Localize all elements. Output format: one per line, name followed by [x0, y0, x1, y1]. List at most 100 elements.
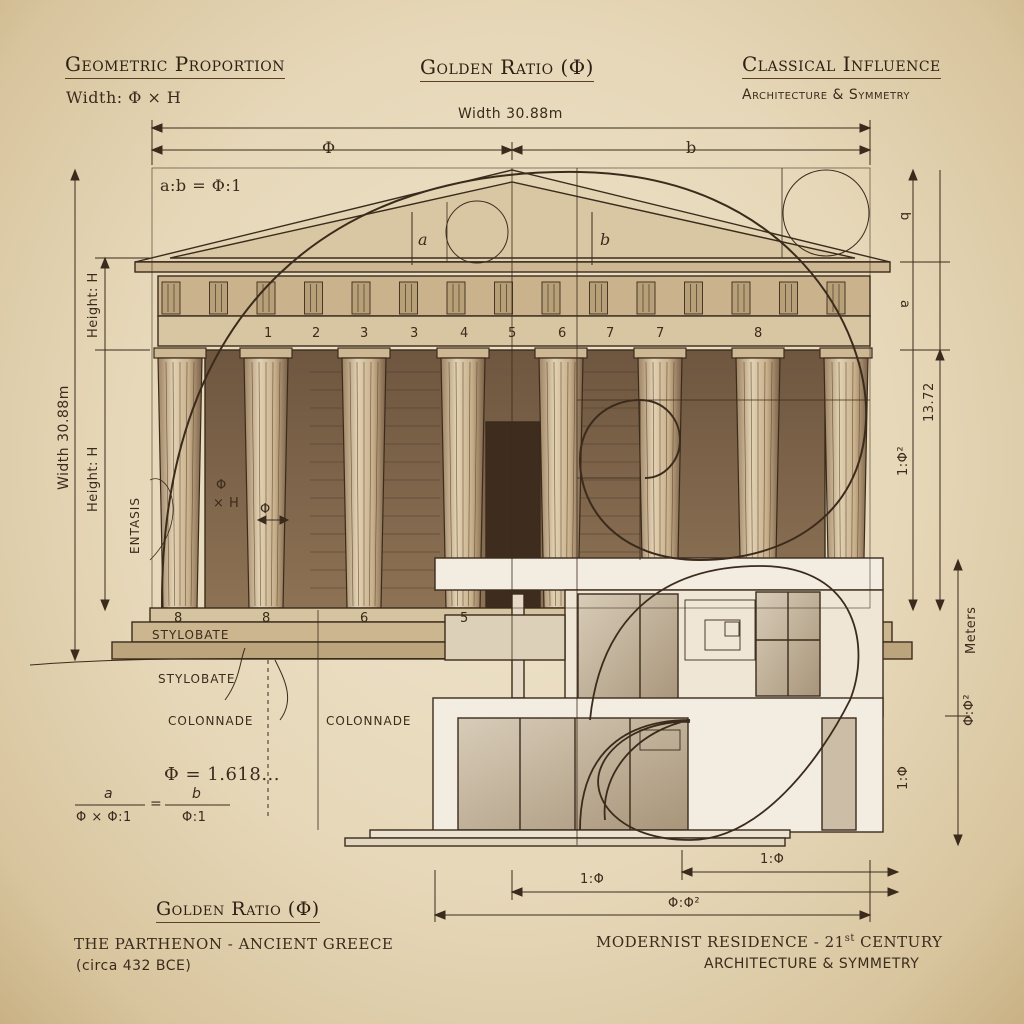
column-number: 3: [410, 326, 419, 341]
entasis-phi-label: Φ: [216, 478, 227, 493]
modernist-caption-sup: st: [844, 933, 855, 944]
upper-slab: [434, 557, 884, 591]
column-phi-label: Φ: [260, 502, 271, 517]
column-capital: [153, 347, 207, 359]
stylobate-below-label: STYLOBATE: [158, 672, 236, 686]
stylobate-number: 8: [262, 611, 271, 626]
b-span-label: b: [686, 138, 697, 157]
stylobate-number: 6: [360, 611, 369, 626]
colonnade-left-label: COLONNADE: [168, 714, 254, 728]
formula-equals: =: [150, 796, 163, 812]
entasis-xh-label: × H: [213, 496, 240, 511]
column-number: 4: [460, 326, 469, 341]
bottom-1phi-a-label: 1:Φ: [760, 852, 785, 867]
triglyph: [399, 281, 418, 315]
column-number: 7: [606, 326, 615, 341]
right-phiphi2-label: Φ:Φ²: [962, 693, 977, 726]
dimension-lines: [70, 120, 970, 922]
stylobate-number: 8: [174, 611, 183, 626]
pediment-inner: [169, 181, 856, 259]
triglyph: [541, 281, 561, 315]
golden-ratio-title: Golden Ratio (Φ): [420, 55, 594, 82]
modernist-caption: MODERNIST RESIDENCE - 21st CENTURY: [596, 933, 943, 951]
classical-influence-subtitle: Architecture & Symmetry: [742, 87, 910, 103]
colonnade-right-label: COLONNADE: [326, 714, 412, 728]
triglyph: [589, 281, 608, 315]
triglyph: [161, 281, 181, 315]
phi-value: Φ = 1.618...: [164, 764, 280, 785]
cornice: [134, 261, 891, 273]
golden-spiral-modern: [579, 565, 860, 841]
column: [436, 347, 490, 609]
column: [153, 347, 207, 609]
column: [731, 347, 785, 609]
triglyph: [636, 281, 656, 315]
golden-spiral-large: [160, 170, 868, 609]
pediment-circle-2: [782, 169, 870, 257]
classical-influence-title: Classical Influence: [742, 52, 941, 79]
geometric-proportion-formula: Width: Φ × H: [66, 88, 182, 107]
formula-num-left: a: [104, 786, 114, 802]
modern-residence-drawing: [344, 557, 884, 847]
parthenon-date: (circa 432 BCE): [76, 958, 192, 974]
column-number: 6: [558, 326, 567, 341]
triglyph: [826, 281, 846, 315]
ratio-ab-label: a:b = Φ:1: [160, 176, 242, 195]
column-number: 1: [264, 326, 273, 341]
triglyphs: [161, 281, 846, 315]
formula-den-left: Φ × Φ:1: [76, 810, 132, 825]
column-number: 5: [508, 326, 517, 341]
formula-num-right: b: [192, 786, 202, 802]
parthenon-caption: THE PARTHENON - ANCIENT GREECE: [74, 935, 394, 953]
column-capital: [534, 347, 588, 359]
architrave: [157, 315, 871, 347]
pediment-b-label: b: [600, 230, 611, 249]
column-capital: [633, 347, 687, 359]
left-stairs: [444, 614, 566, 661]
right-1372-label: 13.72: [922, 382, 937, 422]
golden-construction: [151, 167, 871, 845]
modernist-caption-main: MODERNIST RESIDENCE - 21: [596, 933, 845, 951]
bottom-phiphi2-label: Φ:Φ²: [668, 896, 701, 911]
column: [337, 347, 391, 609]
column-capital: [731, 347, 785, 359]
lower-glazing: [457, 717, 689, 831]
column-capital: [337, 347, 391, 359]
triglyph: [209, 281, 228, 315]
right-1phi-label: 1:Φ: [896, 765, 911, 790]
triglyph: [351, 281, 371, 315]
bottom-1phi-b-label: 1:Φ: [580, 872, 605, 887]
right-meters-label: Meters: [964, 606, 979, 654]
modernist-caption-tail: CENTURY: [854, 933, 943, 951]
column-number: 3: [360, 326, 369, 341]
column-capital: [239, 347, 293, 359]
stylobate-on-label: STYLOBATE: [152, 628, 230, 642]
triglyph: [446, 281, 466, 315]
triglyph: [731, 281, 751, 315]
geometric-proportion-title: Geometric Proportion: [65, 52, 285, 79]
right-b-label: b: [897, 212, 912, 221]
right-a-label: a: [897, 300, 912, 309]
column-capital: [436, 347, 490, 359]
triglyph: [684, 281, 703, 315]
column: [239, 347, 293, 609]
left-width-label: Width 30.88m: [56, 385, 72, 490]
column-capital: [819, 347, 873, 359]
modernist-subcaption: ARCHITECTURE & SYMMETRY: [704, 956, 920, 972]
triglyph: [494, 281, 513, 315]
pediment-a-label: a: [418, 230, 429, 249]
column-number: 8: [754, 326, 763, 341]
left-height-mid-label: Height: H: [86, 446, 101, 512]
triglyph: [779, 281, 798, 315]
entry-step-1: [369, 829, 791, 839]
top-width-label: Width 30.88m: [458, 106, 563, 122]
entry-step-2: [344, 837, 786, 847]
phi-span-label: Φ: [322, 138, 336, 157]
footer-golden-ratio-title: Golden Ratio (Φ): [156, 898, 320, 923]
pediment-circle-1: [445, 200, 509, 264]
column-number: 2: [312, 326, 321, 341]
left-height-top-label: Height: H: [86, 272, 101, 338]
upper-window: [577, 593, 679, 707]
